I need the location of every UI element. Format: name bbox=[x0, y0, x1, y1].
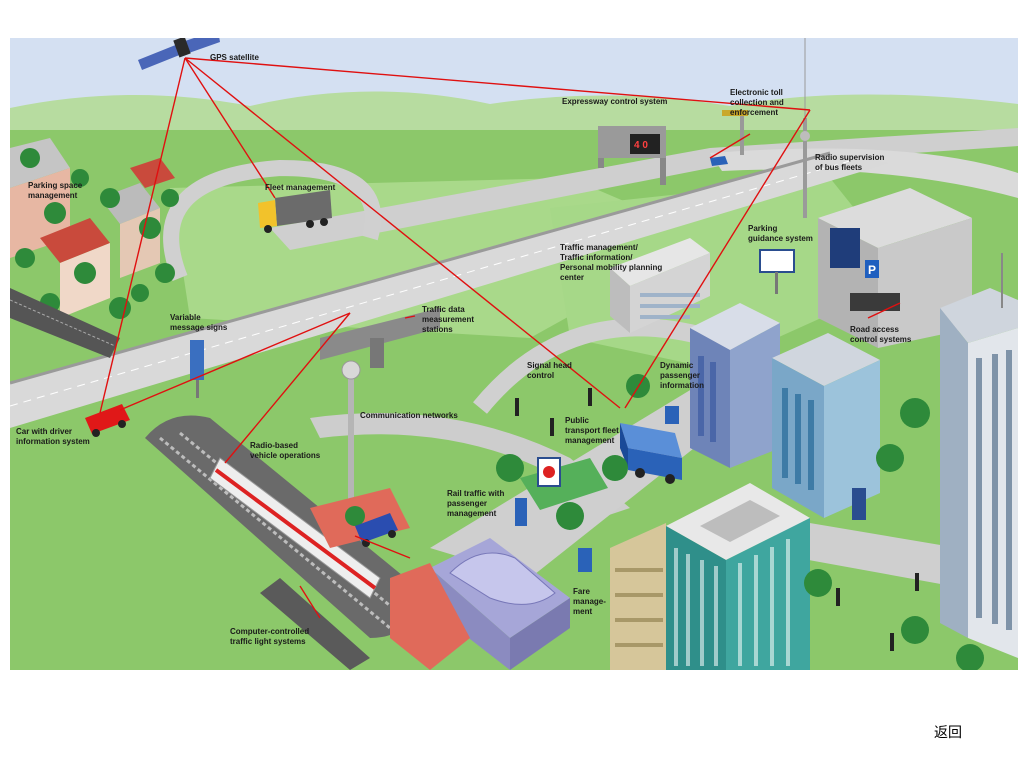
dynamic-info-board bbox=[665, 406, 679, 424]
label-traffic-mgmt-4: center bbox=[560, 273, 584, 282]
toll-gantry bbox=[710, 110, 748, 166]
left-railway bbox=[10, 288, 120, 358]
label-parking-guidance-1: Parking bbox=[748, 224, 777, 233]
parking-guidance-sign bbox=[759, 249, 795, 294]
label-car-driver-2: information system bbox=[16, 437, 90, 446]
label-vms-1: Variable bbox=[170, 313, 201, 322]
gps-satellite-icon bbox=[138, 38, 220, 70]
label-tdm-2: measurement bbox=[422, 315, 474, 324]
label-toll-2: collection and bbox=[730, 98, 784, 107]
main-road-lane bbox=[10, 157, 861, 407]
communication-links bbox=[99, 57, 901, 619]
label-fleet-management: Fleet management bbox=[265, 183, 336, 192]
signal-heads bbox=[515, 388, 919, 651]
city-trees bbox=[496, 374, 984, 670]
traffic-center-building bbox=[610, 238, 710, 333]
label-ctl-1: Computer-controlled bbox=[230, 627, 309, 636]
label-radio-bus-1: Radio supervision bbox=[815, 153, 884, 162]
label-vms-2: message signs bbox=[170, 323, 228, 332]
label-ctl-2: traffic light systems bbox=[230, 637, 306, 646]
gantry-display: 4 0 bbox=[634, 140, 648, 151]
street-sign-right bbox=[852, 488, 866, 520]
label-tdm-1: Traffic data bbox=[422, 305, 465, 314]
expressway-gantry: 4 0 bbox=[598, 126, 666, 185]
office-tower-front bbox=[666, 483, 810, 670]
label-dyn-2: passenger bbox=[660, 371, 700, 380]
label-radio-vehicle-2: vehicle operations bbox=[250, 451, 321, 460]
label-toll-1: Electronic toll bbox=[730, 88, 783, 97]
label-gps-satellite: GPS satellite bbox=[210, 53, 259, 62]
overpass-pillar bbox=[370, 338, 384, 368]
label-toll-3: enforcement bbox=[730, 108, 778, 117]
variable-message-sign bbox=[190, 340, 204, 398]
label-public-transport-2: transport fleet bbox=[565, 426, 619, 435]
label-comm-networks: Communication networks bbox=[360, 411, 458, 420]
car-with-driver-info bbox=[85, 404, 130, 437]
label-rail-3: management bbox=[447, 509, 497, 518]
expressway-curve bbox=[710, 148, 1018, 198]
label-expressway: Expressway control system bbox=[562, 97, 667, 106]
truck bbox=[258, 190, 332, 233]
main-road-edge bbox=[10, 151, 831, 385]
label-parking-space-2: management bbox=[28, 191, 78, 200]
plaza-red bbox=[390, 563, 470, 670]
main-road bbox=[10, 153, 890, 428]
bus bbox=[620, 423, 682, 484]
label-road-access-1: Road access bbox=[850, 325, 899, 334]
label-dyn-1: Dynamic bbox=[660, 361, 694, 370]
radio-mast bbox=[800, 38, 810, 218]
transit-shelter bbox=[520, 457, 608, 510]
label-fare-2: manage- bbox=[573, 597, 606, 606]
left-loop bbox=[163, 159, 382, 281]
ticket-machine bbox=[515, 498, 527, 526]
fare-machine bbox=[578, 548, 592, 572]
label-public-transport-1: Public bbox=[565, 416, 590, 425]
parking-structure-front bbox=[610, 523, 666, 670]
label-rail-1: Rail traffic with bbox=[447, 489, 504, 498]
label-signal-1: Signal head bbox=[527, 361, 572, 370]
label-radio-bus-2: of bus fleets bbox=[815, 163, 863, 172]
label-dyn-3: information bbox=[660, 381, 704, 390]
rail-station bbox=[430, 538, 570, 670]
residential-area bbox=[10, 138, 179, 319]
label-fare-1: Fare bbox=[573, 587, 590, 596]
label-parking-guidance-2: guidance system bbox=[748, 234, 813, 243]
label-road-access-2: control systems bbox=[850, 335, 912, 344]
label-traffic-mgmt-2: Traffic information/ bbox=[560, 253, 633, 262]
its-illustration: 4 0 P bbox=[10, 38, 1018, 670]
office-tower-right bbox=[940, 253, 1018, 658]
parking-garage: P bbox=[818, 188, 972, 348]
label-traffic-mgmt-3: Personal mobility planning bbox=[560, 263, 662, 272]
label-rail-2: passenger bbox=[447, 499, 487, 508]
overpass bbox=[320, 308, 440, 360]
label-fare-3: ment bbox=[573, 607, 592, 616]
label-public-transport-3: management bbox=[565, 436, 615, 445]
office-tower-left bbox=[690, 303, 780, 468]
svg-text:P: P bbox=[868, 263, 876, 277]
office-tower-mid bbox=[772, 333, 880, 518]
label-traffic-mgmt-1: Traffic management/ bbox=[560, 243, 639, 252]
label-radio-vehicle-1: Radio-based bbox=[250, 441, 298, 450]
train-track-lower bbox=[260, 578, 370, 670]
back-link[interactable]: 返回 bbox=[934, 725, 962, 741]
label-car-driver-1: Car with driver bbox=[16, 427, 72, 436]
label-tdm-3: stations bbox=[422, 325, 453, 334]
label-parking-space-1: Parking space bbox=[28, 181, 83, 190]
label-signal-2: control bbox=[527, 371, 554, 380]
callout-labels: GPS satellite Fleet management Parking s… bbox=[16, 53, 912, 646]
